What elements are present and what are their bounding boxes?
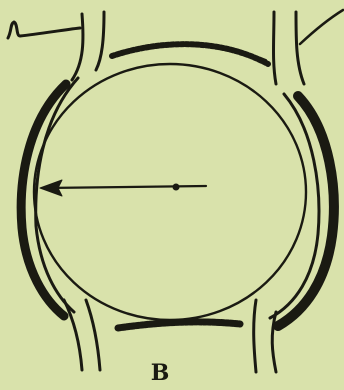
top-right-line — [300, 10, 343, 44]
left-bottom-tube-inner — [86, 300, 100, 370]
top-hatched-band — [112, 44, 268, 64]
radius-line — [44, 186, 206, 188]
right-bottom-tube-inner — [272, 312, 276, 372]
left-tube-inner-wall — [96, 12, 104, 70]
central-sphere — [34, 64, 306, 320]
left-tube-outer-wall — [72, 14, 83, 80]
right-bottom-tube-outer — [254, 300, 256, 372]
figure-label: B — [140, 362, 180, 384]
center-point — [173, 184, 180, 191]
top-left-squiggle — [8, 22, 80, 38]
bottom-hatched-band — [118, 322, 240, 328]
right-tube-outer-wall — [274, 12, 277, 84]
right-tube-inner-wall — [296, 12, 304, 84]
